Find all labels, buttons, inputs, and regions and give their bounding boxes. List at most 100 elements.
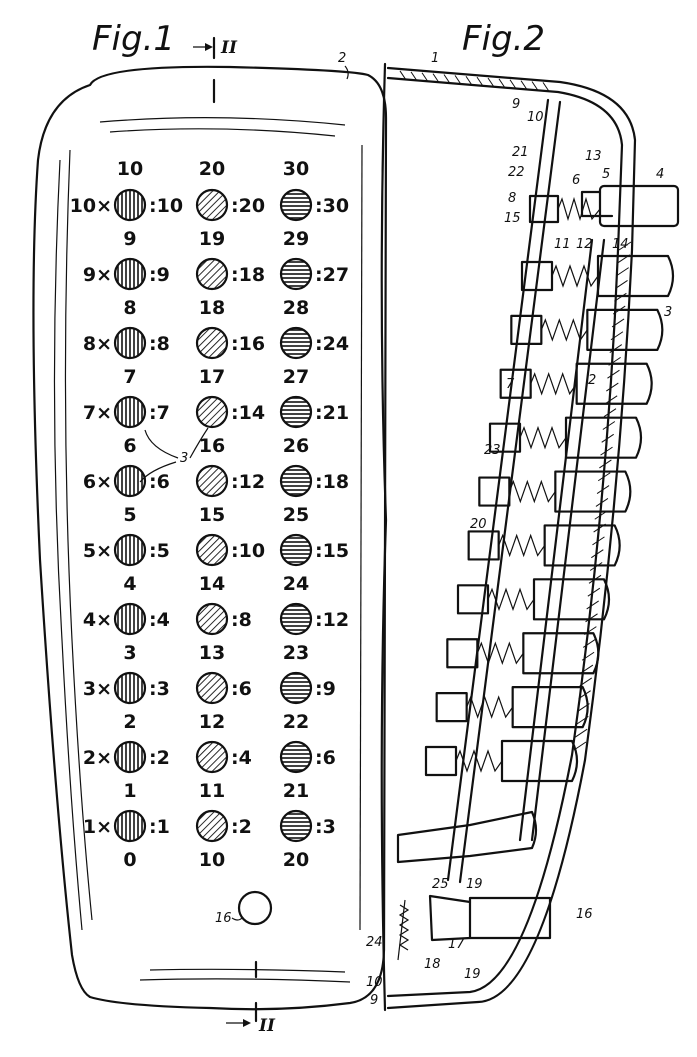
- side-key-plunger: [564, 416, 643, 459]
- key-below-label: 28: [283, 297, 309, 319]
- key-multiplier-label: 9×: [83, 264, 112, 286]
- key-value-label: :8: [231, 609, 252, 631]
- keypad-key[interactable]: 4×:43: [83, 602, 170, 664]
- key-value-label: :2: [231, 816, 252, 838]
- key-below-label: 2: [123, 711, 136, 733]
- key-below-label: 8: [123, 297, 136, 319]
- key-button-c1-r3[interactable]: [113, 326, 147, 360]
- key-button-c1-r5[interactable]: [113, 464, 147, 498]
- keypad-key[interactable]: 7×:76: [83, 395, 170, 457]
- keypad-key[interactable]: 6×:65: [83, 464, 170, 526]
- side-key-plunger: [532, 578, 611, 621]
- key-button-c2-r9[interactable]: [195, 740, 229, 774]
- shell-hatch-line: [603, 408, 617, 418]
- key-button-c2-r7[interactable]: [195, 602, 229, 636]
- ref-buttons-leader-2: [139, 461, 177, 483]
- keypad-key[interactable]: :612: [195, 671, 252, 733]
- key-multiplier-label: 6×: [83, 471, 112, 493]
- key-button-c3-r3[interactable]: [279, 326, 313, 360]
- side-key: [456, 578, 611, 621]
- key-button-c1-r1[interactable]: [113, 188, 147, 222]
- keypad-key[interactable]: 2×:21: [83, 740, 170, 802]
- key-value-label: :10: [231, 540, 265, 562]
- key-button-c2-r1[interactable]: [195, 188, 229, 222]
- reset-button-16[interactable]: [237, 890, 273, 926]
- key-button-c1-r6[interactable]: [113, 533, 147, 567]
- fig2-ref-numeral: 9: [370, 993, 378, 1008]
- key-button-c1-r4[interactable]: [113, 395, 147, 429]
- key-button-c2-r5[interactable]: [195, 464, 229, 498]
- key-button-c3-r1[interactable]: [279, 188, 313, 222]
- key-button-c1-r2[interactable]: [113, 257, 147, 291]
- keypad-key[interactable]: 1×:10: [83, 809, 170, 871]
- key-button-c2-r4[interactable]: [195, 395, 229, 429]
- key-button-c3-r7[interactable]: [279, 602, 313, 636]
- keypad-key[interactable]: 10×:109: [70, 188, 183, 250]
- keypad-key[interactable]: 9×:98: [83, 257, 170, 319]
- key-button-c3-r9[interactable]: [279, 740, 313, 774]
- fig1-title: Fig.1: [92, 19, 175, 59]
- fig2-title: Fig.2: [462, 19, 545, 59]
- key-button-c1-r9[interactable]: [113, 740, 147, 774]
- key-button-c2-r10[interactable]: [195, 809, 229, 843]
- fig2-reset-body: [428, 894, 472, 942]
- side-key-plunger: [596, 254, 675, 298]
- shell-hatch-line: [618, 241, 632, 251]
- key-button-c1-r7[interactable]: [113, 602, 147, 636]
- key-button-c3-r10[interactable]: [279, 809, 313, 843]
- key-button-c3-r5[interactable]: [279, 464, 313, 498]
- keypad-key[interactable]: 8×:87: [83, 326, 170, 388]
- shell-hatch-line: [582, 639, 596, 648]
- key-button-c2-r2[interactable]: [195, 257, 229, 291]
- shell-hatch-line: [574, 728, 588, 738]
- keypad-key[interactable]: 3×:32: [83, 671, 170, 733]
- key-below-label: 11: [199, 780, 225, 802]
- keypad-key[interactable]: :813: [195, 602, 252, 664]
- keypad-key[interactable]: :210: [195, 809, 252, 871]
- key-below-label: 20: [283, 849, 309, 871]
- side-key-slider: [435, 692, 468, 723]
- keypad-housing-outline: [32, 65, 388, 1011]
- key-multiplier-label: 8×: [83, 333, 112, 355]
- side-key-spring: [551, 264, 599, 288]
- keypad-key[interactable]: :320: [279, 809, 336, 871]
- side-key: [446, 632, 600, 675]
- shell-hatch-line: [615, 280, 628, 289]
- key-button-c1-r8[interactable]: [113, 671, 147, 705]
- keypad-key[interactable]: 5×:54: [83, 533, 170, 595]
- side-key-spring: [519, 425, 567, 450]
- key-button-c2-r6[interactable]: [195, 533, 229, 567]
- key-button-c3-r4[interactable]: [279, 395, 313, 429]
- fig2-button-stack: [396, 194, 675, 864]
- keypad-key[interactable]: :621: [279, 740, 336, 802]
- key-button-c3-r8[interactable]: [279, 671, 313, 705]
- key-value-label: :24: [315, 333, 349, 355]
- fig2-ref-numeral: 24: [366, 935, 383, 950]
- key-button-c2-r8[interactable]: [195, 671, 229, 705]
- shell-hatch-line: [611, 318, 625, 328]
- keypad-key[interactable]: :411: [195, 740, 252, 802]
- key-button-c2-r3[interactable]: [195, 326, 229, 360]
- keypad-key[interactable]: :922: [279, 671, 336, 733]
- fig2-ref-numeral: 9: [512, 97, 520, 112]
- key-value-label: :6: [149, 471, 170, 493]
- shell-hatch-line: [520, 80, 528, 90]
- key-button-c1-r10[interactable]: [113, 809, 147, 843]
- key-button-c3-r2[interactable]: [279, 257, 313, 291]
- key-button-c3-r6[interactable]: [279, 533, 313, 567]
